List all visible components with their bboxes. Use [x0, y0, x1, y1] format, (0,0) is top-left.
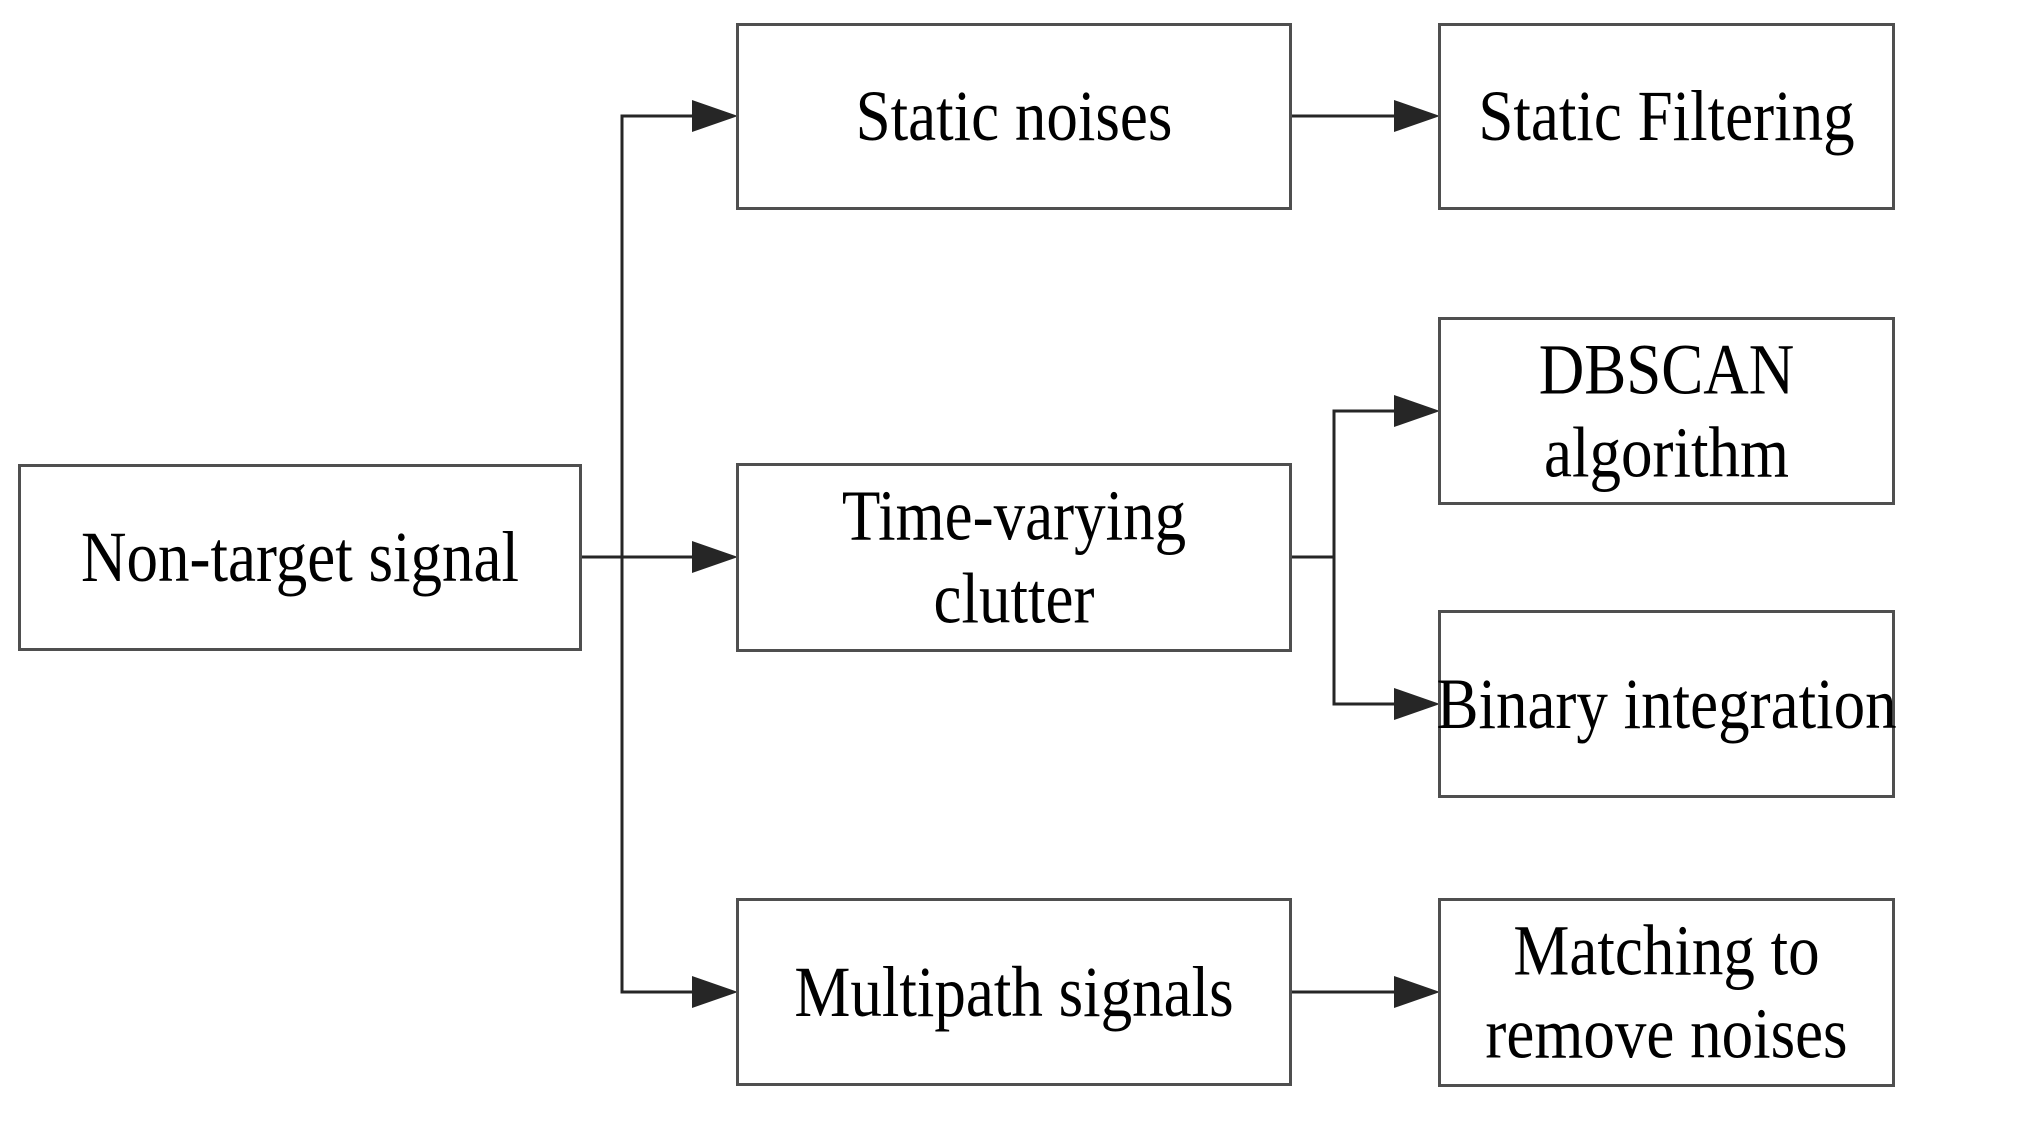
- node-matching-to-remove-noises: Matching to remove noises: [1438, 898, 1895, 1087]
- arrowhead-static-filtering-icon: [1394, 100, 1440, 132]
- node-label-line: clutter: [933, 558, 1095, 640]
- node-dbscan-algorithm: DBSCAN algorithm: [1438, 317, 1895, 505]
- node-label-line: Non-target signal: [81, 516, 519, 598]
- arrowhead-binary-integration-icon: [1394, 688, 1440, 720]
- node-label-line: algorithm: [1544, 412, 1789, 493]
- node-label-line: remove noises: [1485, 993, 1848, 1075]
- node-label-line: Binary integration: [1436, 663, 1897, 744]
- node-label: Non-target signal: [81, 516, 519, 599]
- node-label-line: DBSCAN: [1538, 328, 1795, 410]
- node-label: Binary integration: [1436, 662, 1896, 745]
- node-label: Multipath signals: [794, 950, 1233, 1033]
- node-static-filtering: Static Filtering: [1438, 23, 1895, 210]
- node-label-line: Time-varying: [841, 475, 1187, 556]
- arrowhead-static-noises-icon: [692, 100, 738, 132]
- arrowhead-matching-icon: [1394, 976, 1440, 1008]
- node-static-noises: Static noises: [736, 23, 1292, 210]
- node-multipath-signals: Multipath signals: [736, 898, 1292, 1086]
- node-binary-integration: Binary integration: [1436, 610, 1897, 798]
- node-time-varying-clutter: Time-varying clutter: [736, 463, 1292, 652]
- node-label: Matching to remove noises: [1485, 909, 1847, 1076]
- node-label: Time-varying clutter: [842, 474, 1186, 641]
- node-label-line: Multipath signals: [794, 951, 1234, 1032]
- arrowhead-time-varying-icon: [692, 541, 738, 573]
- node-label: Static Filtering: [1478, 75, 1854, 158]
- arrowhead-dbscan-icon: [1394, 395, 1440, 427]
- node-non-target-signal: Non-target signal: [18, 464, 582, 651]
- node-label-line: Static Filtering: [1478, 75, 1855, 157]
- arrowhead-multipath-icon: [692, 976, 738, 1008]
- node-label-line: Matching to: [1513, 910, 1820, 991]
- node-label: Static noises: [856, 75, 1173, 158]
- node-label: DBSCAN algorithm: [1539, 328, 1795, 495]
- node-label-line: Static noises: [855, 75, 1173, 157]
